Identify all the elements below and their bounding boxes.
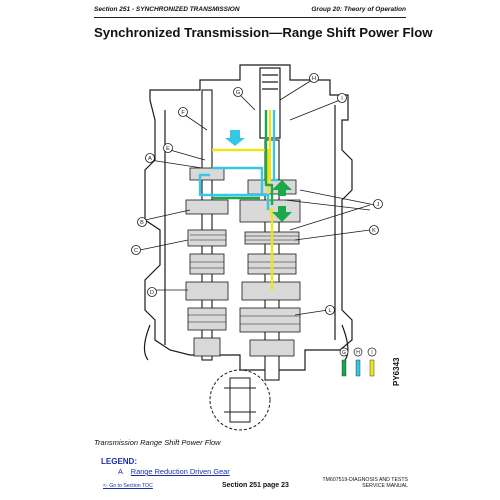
pto-detail — [209, 369, 271, 431]
group-label: Group 20: Theory of Operation — [311, 6, 406, 13]
legend-item-a[interactable]: A Range Reduction Driven Gear — [118, 467, 230, 476]
manual-id: TM607519-DIAGNOSIS AND TESTS SERVICE MAN… — [318, 477, 408, 489]
callout-b — [137, 217, 147, 227]
power-flow — [198, 110, 278, 290]
callout-letter: B — [140, 220, 144, 226]
legend-item-text[interactable]: Range Reduction Driven Gear — [130, 467, 230, 476]
callout-leaders — [139, 79, 376, 316]
callout-a — [145, 153, 155, 163]
callout-letter: C — [134, 248, 138, 254]
flow-key-letter: I — [371, 350, 372, 356]
page-header: Section 251 - SYNCHRONIZED TRANSMISSION … — [94, 6, 406, 18]
callout-h-top — [309, 73, 319, 83]
flow-key: G H I — [339, 347, 377, 377]
callout-e — [163, 143, 173, 153]
callout-circles: A B C D E F G H I J K L — [131, 73, 383, 315]
gear-teeth — [188, 234, 300, 325]
figure-caption: Transmission Range Shift Power Flow — [94, 438, 221, 447]
legend-title: LEGEND: — [101, 457, 137, 466]
page-title: Synchronized Transmission—Range Shift Po… — [94, 25, 433, 40]
callout-g-top — [233, 87, 243, 97]
callout-letter: L — [328, 308, 331, 314]
go-to-section-toc-link[interactable]: <- Go to Section TOC — [103, 483, 153, 489]
callout-letter: E — [166, 146, 170, 152]
callout-letter: I — [341, 96, 343, 102]
callout-j — [373, 199, 383, 209]
callout-letter: H — [312, 76, 316, 82]
callout-k — [369, 225, 379, 235]
callout-l — [325, 305, 335, 315]
manual-line-1: TM607519-DIAGNOSIS AND TESTS — [322, 477, 408, 483]
manual-line-2: SERVICE MANUAL — [362, 483, 408, 489]
callout-letter: D — [150, 290, 154, 296]
section-label: Section 251 - SYNCHRONIZED TRANSMISSION — [94, 6, 240, 13]
figure-code: PY6343 — [392, 357, 401, 386]
flow-key-letter: H — [356, 350, 360, 356]
callout-letter: F — [181, 110, 185, 116]
callout-f — [178, 107, 188, 117]
flow-key-letter: G — [342, 350, 346, 356]
transmission-diagram: A B C D E F G H I J K L G H I — [131, 64, 383, 431]
header-rule — [94, 17, 406, 18]
callout-c — [131, 245, 141, 255]
callout-i-top — [337, 93, 347, 103]
callout-letter: J — [377, 202, 380, 208]
callout-letter: K — [372, 228, 376, 234]
callout-d — [147, 287, 157, 297]
callout-letter: G — [236, 90, 240, 96]
page-number: Section 251 page 23 — [222, 482, 289, 489]
callout-letter: A — [148, 156, 152, 162]
gears — [185, 167, 301, 357]
input-shaft — [201, 89, 213, 361]
legend-item-letter: A — [118, 467, 123, 476]
flow-arrows — [225, 130, 292, 222]
housing-outline — [143, 64, 353, 371]
